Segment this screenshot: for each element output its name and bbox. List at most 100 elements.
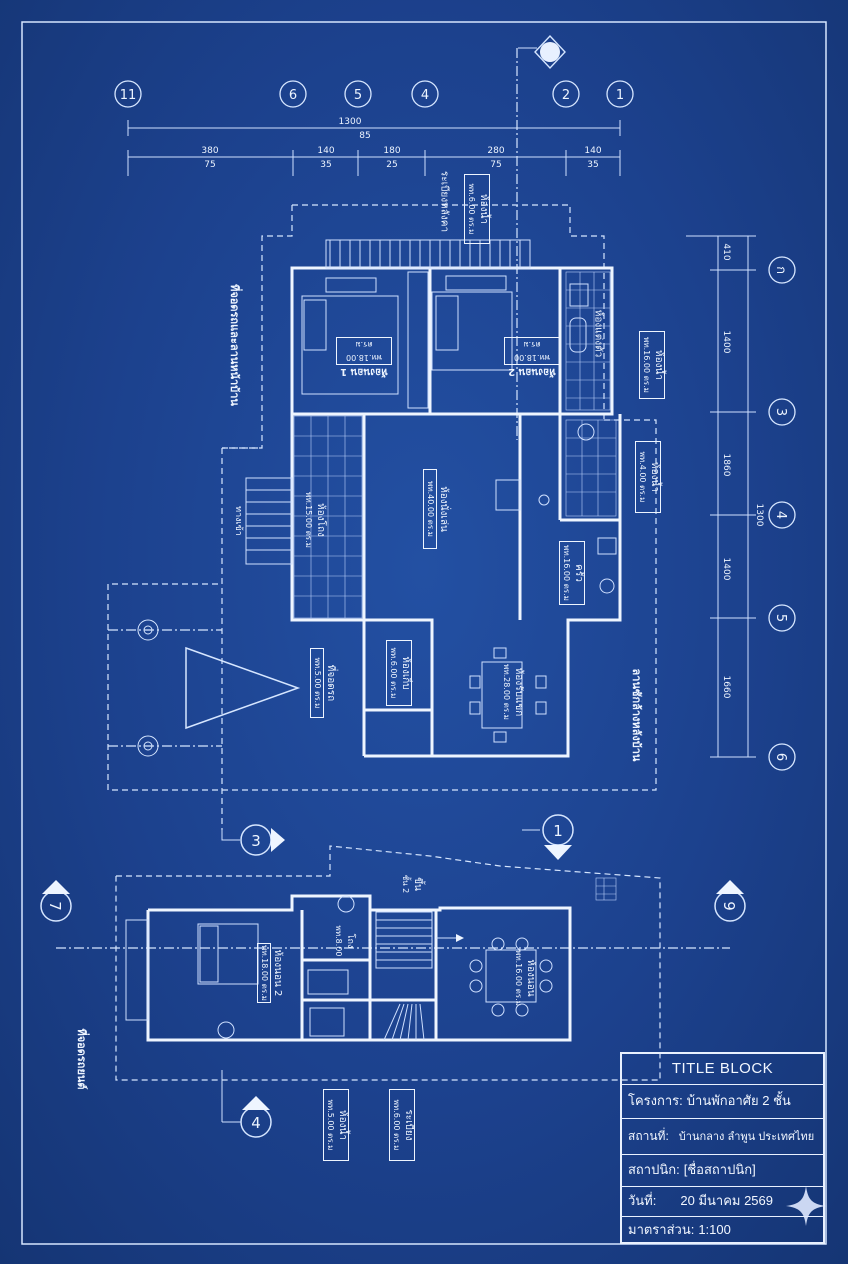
section-marker-label: 3: [251, 832, 261, 850]
room-lower-wc2: ระเบียง พท.6.00 ตร.ม: [389, 1089, 415, 1161]
dim-right-part: 410: [721, 243, 731, 260]
architect-value: [ชื่อสถาปนิก]: [683, 1162, 756, 1177]
dim-part-sub: 25: [386, 160, 397, 170]
room-area: พท.6.00 ตร.ม: [467, 183, 476, 235]
axis-top-label: 4: [421, 88, 429, 103]
sparkle-icon: [786, 1186, 826, 1226]
room-wc-top: ห้องน้ำ พท.6.00 ตร.ม: [464, 174, 490, 244]
dim-part-sub: 75: [204, 160, 215, 170]
upper-plan-walls: [245, 239, 622, 758]
room-area: พท.5.00 ตร.ม: [326, 1099, 335, 1151]
dim-right-part: 1400: [721, 331, 731, 354]
room-area: พท.16.00 ตร.ม: [642, 337, 651, 393]
room-area: พท.18.00 ตร.ม: [504, 337, 560, 365]
room-area: พท.18.00 ตร.ม: [336, 337, 392, 365]
room-name: ครัว: [573, 564, 584, 582]
upper-plan-furniture: [301, 275, 617, 743]
axis-right-label: 4: [773, 511, 788, 519]
room-carport: ที่จอดรถ พท.5.00 ตร.ม: [310, 648, 336, 718]
room-area: พท.16.00 ตร.ม: [562, 545, 571, 601]
scale-row: มาตราส่วน:1:100: [622, 1216, 823, 1244]
hall-name: โถง: [345, 933, 355, 949]
scale-value: 1:100: [698, 1222, 731, 1237]
upper-plan-outline: [107, 204, 657, 830]
dim-right-part: 1400: [721, 558, 731, 581]
carport: [108, 619, 301, 757]
location-value: บ้านกลาง ลำพูน ประเทศไทย: [678, 1131, 815, 1143]
stair-level: ชั้น 2: [401, 874, 410, 894]
project-row: โครงการ:บ้านพักอาศัย 2 ชั้น: [622, 1084, 823, 1118]
room-name: ห้องโถง: [315, 503, 326, 537]
axis-right-label: ก: [773, 266, 788, 274]
axis-right-label: 6: [773, 753, 788, 761]
stair-label: ขึ้น: [412, 877, 423, 891]
axis-top-label: 5: [354, 88, 362, 103]
north-marker: [518, 34, 566, 70]
room-bed1: ห้องนอน 1 พท.18.00 ตร.ม: [336, 318, 392, 378]
room-area: พท.6.00 ตร.ม: [389, 647, 398, 699]
axis-top-label: 6: [289, 88, 297, 103]
axis-right-label: 5: [773, 614, 788, 622]
dim-part: 140: [584, 146, 601, 156]
lower-plan: [115, 845, 661, 1081]
axis-top-label: 11: [120, 88, 137, 103]
section-marker-label: 7: [46, 901, 64, 911]
label-right-terrace: ลานซักล้างหลังบ้าน: [630, 668, 643, 762]
dim-total: 1300: [339, 117, 362, 127]
label-left-terrace: ที่จอดรถและลานหน้าบ้าน: [228, 284, 241, 406]
room-area: พท.40.00 ตร.ม: [423, 469, 437, 549]
room-name: ห้องน้ำ: [649, 462, 660, 492]
room-area: พท.16.00 ตร.ม: [514, 950, 523, 1006]
room-stairhall: ห้องโถง พท.15.00 ตร.ม: [302, 482, 326, 558]
room-name: ห้องนอน 2: [508, 366, 556, 377]
project-label: โครงการ:: [628, 1093, 683, 1108]
room-name: ระเบียง: [403, 1109, 414, 1141]
room-name: ห้องน้ำ: [337, 1110, 348, 1140]
room-name: ห้องน้ำ: [653, 350, 664, 380]
axis-right-label: 3: [773, 408, 788, 416]
room-name: ห้องนอน 1: [340, 366, 388, 377]
dim-part: 140: [317, 146, 334, 156]
label-entrance: ทางเข้า: [233, 506, 243, 536]
label-lower-hall: โถง พท.8.00: [333, 921, 355, 961]
room-area: พท.4.00 ตร.ม: [638, 451, 647, 503]
scale-label: มาตราส่วน:: [628, 1222, 695, 1237]
date-row: วันที่:20 มีนาคม 2569: [622, 1186, 823, 1216]
room-name: ห้องรับแขก: [513, 667, 524, 717]
room-name: ห้องน้ำ: [478, 194, 489, 224]
top-grid-axes: 11 6 5 4 2 1: [114, 80, 634, 108]
dim-part: 180: [383, 146, 400, 156]
section-marker-label: 1: [553, 822, 563, 840]
room-area: พท.15.00 ตร.ม: [304, 492, 313, 548]
room-area: พท.28.00 ตร.ม: [502, 664, 511, 720]
dim-part-sub: 75: [490, 160, 501, 170]
location-label: สถานที่:: [628, 1129, 669, 1143]
date-label: วันที่:: [628, 1193, 657, 1208]
title-block: TITLE BLOCK โครงการ:บ้านพักอาศัย 2 ชั้น …: [620, 1052, 825, 1244]
dim-right-part: 1860: [721, 454, 731, 477]
sheet-border: [21, 21, 827, 1245]
label-lower-left-terrace: ที่จอดรถยนต์: [75, 1028, 88, 1090]
dim-right-total: 1300: [754, 504, 764, 527]
room-name: ห้องนอน: [525, 959, 536, 997]
room-lower-wc1: ห้องน้ำ พท.5.00 ตร.ม: [323, 1089, 349, 1161]
top-dimensions: 1300 85 380 75 140 35 180 25 280 75 140 …: [127, 117, 621, 176]
section-markers: 3 1 4 7 9: [40, 814, 746, 1138]
dim-part-sub: 35: [320, 160, 331, 170]
hall-area: พท.8.00: [334, 925, 343, 957]
dim-part: 380: [201, 146, 218, 156]
room-kitchen: ครัว พท.16.00 ตร.ม: [559, 541, 585, 605]
room-name: ห้องนั่งเล่น: [438, 486, 449, 532]
room-bed2: ห้องนอน 2 พท.18.00 ตร.ม: [504, 318, 560, 378]
axis-top-label: 2: [562, 88, 570, 103]
room-lower-dining: ห้องนอน พท.16.00 ตร.ม: [512, 942, 536, 1014]
room-area: พท.18.00 ตร.ม: [257, 943, 271, 1003]
room-wc-right: ห้องน้ำ พท.4.00 ตร.ม: [635, 441, 661, 513]
project-value: บ้านพักอาศัย 2 ชั้น: [686, 1093, 791, 1108]
architect-row: สถาปนิก:[ชื่อสถาปนิก]: [622, 1154, 823, 1186]
dim-right-part: 1660: [721, 676, 731, 699]
room-storage: ห้องเก็บ พท.6.00 ตร.ม: [386, 640, 412, 706]
room-laundry: ห้องน้ำ พท.16.00 ตร.ม: [639, 331, 665, 399]
room-name: ห้องเก็บ: [400, 656, 411, 690]
